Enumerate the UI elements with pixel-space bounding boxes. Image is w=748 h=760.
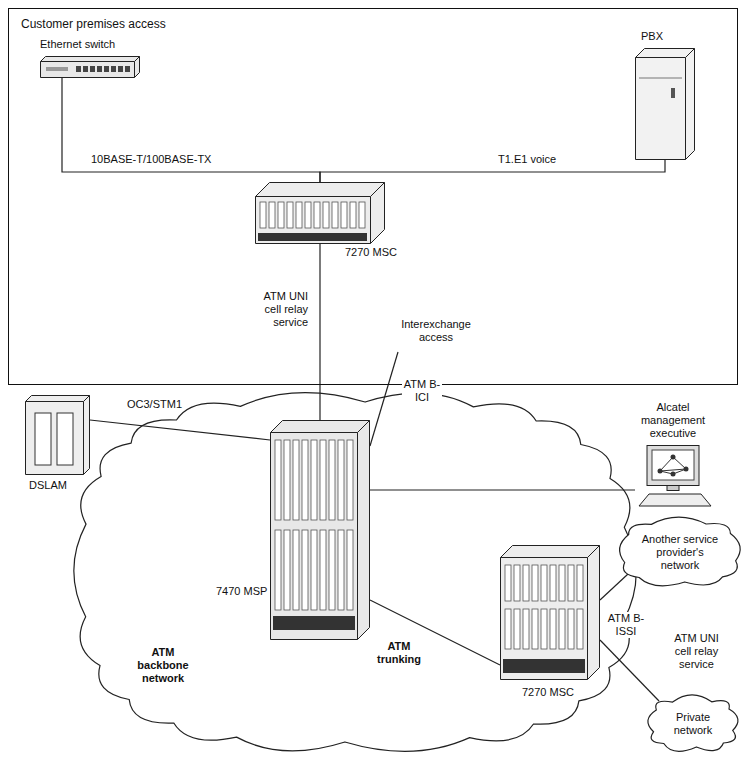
management-workstation: Alcatel management executive	[635, 445, 715, 507]
node-label: 7270 MSC	[522, 686, 574, 699]
ethernet-switch: Ethernet switch	[40, 56, 140, 78]
msc-switch: 7270 MSC	[500, 545, 600, 680]
annotation-label: ATM B-ICI	[402, 378, 442, 404]
msc2-drawing	[500, 545, 600, 680]
node-label: Ethernet switch	[40, 38, 115, 51]
dslam-cabinet: DSLAM	[25, 395, 90, 475]
node-label: ATM backbone network	[130, 646, 196, 685]
network-cloud: Another service provider's network	[616, 515, 744, 590]
connector	[90, 420, 270, 440]
switch-drawing	[40, 56, 140, 78]
connector	[370, 600, 500, 665]
connector	[600, 574, 628, 600]
node-label: Another service provider's network	[636, 533, 724, 572]
backbone-cloud: ATM backbone network 7470 MSP 7270 MSC	[70, 388, 640, 756]
edge-label: OC3/STM1	[126, 398, 183, 411]
pbx-drawing	[635, 48, 695, 160]
pbx-unit: PBX	[635, 48, 695, 160]
premises-frame: Customer premises accessEthernet switchP…	[8, 8, 738, 385]
node-label: PBX	[641, 30, 663, 43]
node-label: Customer premises access	[21, 17, 166, 31]
network-cloud: Private network	[645, 693, 741, 755]
node-label: 7270 MSC	[345, 246, 397, 259]
node-label: DSLAM	[29, 479, 67, 492]
edge-label: ATM UNI cell relay service	[668, 632, 725, 671]
node-label: Private network	[665, 711, 721, 737]
edge-label: ATM trunking	[372, 640, 426, 666]
connector	[600, 640, 659, 701]
annotation-label: Interexchange access	[395, 318, 477, 344]
msp-switch: 7470 MSP	[270, 420, 370, 640]
node-label: Alcatel management executive	[633, 401, 713, 440]
msp-drawing	[270, 420, 370, 640]
node-label: 7470 MSP	[216, 585, 267, 598]
connector	[370, 489, 635, 490]
pc-drawing	[635, 445, 715, 507]
edge-label: 10BASE-T/100BASE-TX	[90, 153, 212, 166]
edge-label: T1.E1 voice	[497, 153, 557, 166]
connector	[62, 78, 320, 182]
msc-drawing	[255, 182, 385, 244]
edge-label: ATM UNI cell relay service	[252, 290, 309, 329]
msc-switch: 7270 MSC	[255, 182, 385, 244]
connector	[320, 160, 665, 182]
edge-label: ATM B-ISSI	[605, 612, 647, 638]
dslam-drawing	[25, 395, 90, 475]
